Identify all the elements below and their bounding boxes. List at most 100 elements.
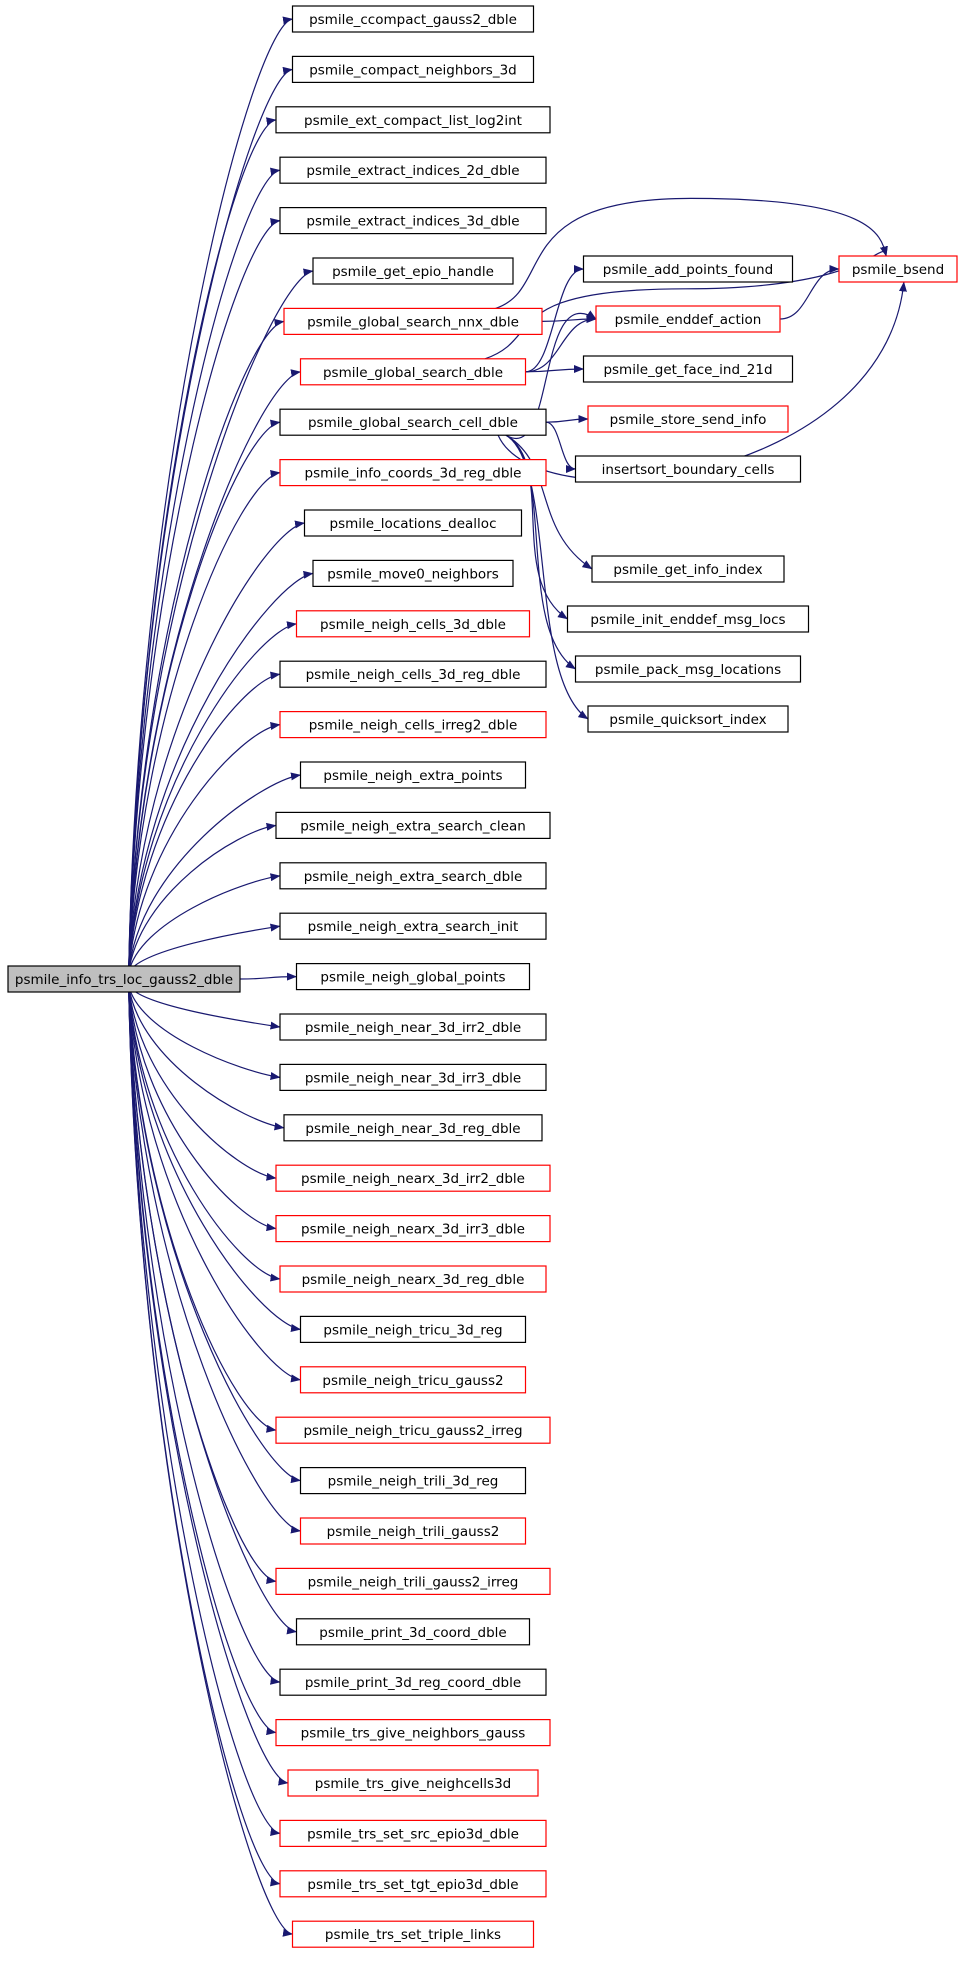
node-label: psmile_neigh_nearx_3d_irr2_dble	[301, 1171, 525, 1187]
node-label: psmile_neigh_extra_search_init	[308, 919, 519, 935]
node-psmile_neigh_nearx_3d_irr3_dble[interactable]: psmile_neigh_nearx_3d_irr3_dble	[275, 1214, 551, 1243]
node-psmile_neigh_trili_3d_reg[interactable]: psmile_neigh_trili_3d_reg	[299, 1466, 527, 1495]
node-box	[279, 1819, 547, 1848]
node-psmile_global_search_cell_dble[interactable]: psmile_global_search_cell_dble	[279, 408, 547, 436]
node-psmile_neigh_extra_search_clean[interactable]: psmile_neigh_extra_search_clean	[275, 811, 551, 840]
node-box	[279, 912, 547, 940]
node-psmile_neigh_near_3d_irr2_dble[interactable]: psmile_neigh_near_3d_irr2_dble	[279, 1013, 547, 1041]
node-psmile_neigh_global_points[interactable]: psmile_neigh_global_points	[295, 962, 531, 991]
node-label: psmile_neigh_nearx_3d_reg_dble	[302, 1272, 525, 1288]
edge-psmile_info_trs_loc_gauss2_dble-to-psmile_neigh_nearx_3d_irr2_dble	[128, 984, 277, 1181]
node-label: psmile_init_enddef_msg_locs	[590, 612, 785, 628]
edge-psmile_info_trs_loc_gauss2_dble-to-psmile_global_search_dble	[128, 369, 301, 974]
node-psmile_info_coords_3d_reg_dble[interactable]: psmile_info_coords_3d_reg_dble	[279, 459, 547, 487]
edge-psmile_info_trs_loc_gauss2_dble-to-psmile_global_search_nnx_dble	[128, 318, 285, 974]
node-psmile_neigh_trili_gauss2[interactable]: psmile_neigh_trili_gauss2	[299, 1517, 527, 1545]
node-psmile_get_info_index[interactable]: psmile_get_info_index	[591, 555, 785, 583]
node-psmile_global_search_nnx_dble[interactable]: psmile_global_search_nnx_dble	[283, 307, 543, 335]
node-psmile_neigh_cells_3d_reg_dble[interactable]: psmile_neigh_cells_3d_reg_dble	[279, 660, 547, 688]
node-box	[279, 660, 547, 688]
node-psmile_add_points_found[interactable]: psmile_add_points_found	[582, 255, 794, 283]
edge-psmile_info_trs_loc_gauss2_dble-to-psmile_trs_set_src_epio3d_dble	[128, 984, 281, 1836]
node-psmile_store_send_info[interactable]: psmile_store_send_info	[587, 405, 789, 433]
node-label: psmile_neigh_near_3d_reg_dble	[305, 1121, 520, 1137]
node-psmile_locations_dealloc[interactable]: psmile_locations_dealloc	[303, 509, 523, 537]
node-label: psmile_info_trs_loc_gauss2_dble	[15, 972, 233, 988]
node-psmile_neigh_near_3d_reg_dble[interactable]: psmile_neigh_near_3d_reg_dble	[283, 1114, 543, 1142]
edge-psmile_info_trs_loc_gauss2_dble-to-psmile_neigh_trili_3d_reg	[128, 984, 301, 1484]
node-psmile_compact_neighbors_3d[interactable]: psmile_compact_neighbors_3d	[291, 55, 535, 84]
node-psmile_neigh_trili_gauss2_irreg[interactable]: psmile_neigh_trili_gauss2_irreg	[275, 1567, 551, 1596]
node-box	[303, 509, 523, 537]
node-psmile_pack_msg_locations[interactable]: psmile_pack_msg_locations	[574, 655, 802, 683]
edge-psmile_info_trs_loc_gauss2_dble-to-psmile_neigh_extra_search_dble	[128, 873, 281, 974]
edge-psmile_global_search_cell_dble-to-psmile_store_send_info	[545, 415, 589, 424]
node-psmile_neigh_nearx_3d_reg_dble[interactable]: psmile_neigh_nearx_3d_reg_dble	[279, 1265, 547, 1293]
node-box	[275, 1164, 551, 1192]
node-psmile_neigh_cells_irreg2_dble[interactable]: psmile_neigh_cells_irreg2_dble	[279, 710, 547, 739]
edge-psmile_info_trs_loc_gauss2_dble-to-psmile_neigh_near_3d_reg_dble	[128, 984, 285, 1131]
node-psmile_neigh_tricu_gauss2_irreg[interactable]: psmile_neigh_tricu_gauss2_irreg	[275, 1416, 551, 1444]
node-psmile_neigh_extra_search_dble[interactable]: psmile_neigh_extra_search_dble	[279, 862, 547, 890]
node-psmile_trs_set_triple_links[interactable]: psmile_trs_set_triple_links	[291, 1920, 535, 1948]
node-box	[566, 605, 810, 633]
node-psmile_bsend[interactable]: psmile_bsend	[838, 255, 958, 283]
node-psmile_print_3d_coord_dble[interactable]: psmile_print_3d_coord_dble	[295, 1618, 531, 1646]
node-psmile_print_3d_reg_coord_dble[interactable]: psmile_print_3d_reg_coord_dble	[279, 1668, 547, 1696]
node-box	[275, 1718, 551, 1747]
node-psmile_ext_compact_list_log2int[interactable]: psmile_ext_compact_list_log2int	[275, 106, 551, 134]
node-label: psmile_get_info_index	[613, 562, 762, 578]
node-psmile_enddef_action[interactable]: psmile_enddef_action	[595, 305, 781, 333]
node-psmile_get_epio_handle[interactable]: psmile_get_epio_handle	[312, 257, 514, 285]
node-box	[312, 559, 514, 588]
edge-psmile_global_search_nnx_dble-to-psmile_bsend	[495, 197, 888, 309]
node-label: psmile_trs_give_neighbors_gauss	[301, 1726, 526, 1742]
nodes-layer: psmile_info_trs_loc_gauss2_dble psmile_cc…	[7, 5, 958, 1948]
node-psmile_neigh_near_3d_irr3_dble[interactable]: psmile_neigh_near_3d_irr3_dble	[279, 1063, 547, 1092]
node-box	[283, 1114, 543, 1142]
node-psmile_trs_give_neighcells3d[interactable]: psmile_trs_give_neighcells3d	[287, 1769, 539, 1797]
edges-layer	[128, 16, 907, 1937]
node-psmile_neigh_tricu_gauss2[interactable]: psmile_neigh_tricu_gauss2	[299, 1366, 527, 1394]
node-box	[299, 1315, 527, 1344]
node-psmile_extract_indices_3d_dble[interactable]: psmile_extract_indices_3d_dble	[279, 207, 547, 235]
node-psmile_neigh_extra_search_init[interactable]: psmile_neigh_extra_search_init	[279, 912, 547, 940]
node-box	[279, 1013, 547, 1041]
node-psmile_info_trs_loc_gauss2_dble[interactable]: psmile_info_trs_loc_gauss2_dble	[7, 965, 241, 993]
node-psmile_neigh_nearx_3d_irr2_dble[interactable]: psmile_neigh_nearx_3d_irr2_dble	[275, 1164, 551, 1192]
node-label: psmile_trs_set_tgt_epio3d_dble	[307, 1877, 518, 1893]
edge-psmile_info_trs_loc_gauss2_dble-to-psmile_info_coords_3d_reg_dble	[128, 470, 281, 974]
node-box	[582, 355, 794, 383]
edge-psmile_global_search_cell_dble-to-psmile_quicksort_index	[505, 434, 589, 720]
node-psmile_get_face_ind_21d[interactable]: psmile_get_face_ind_21d	[582, 355, 794, 383]
node-psmile_move0_neighbors[interactable]: psmile_move0_neighbors	[312, 559, 514, 588]
edge-psmile_info_trs_loc_gauss2_dble-to-psmile_global_search_cell_dble	[128, 419, 281, 974]
node-psmile_quicksort_index[interactable]: psmile_quicksort_index	[587, 705, 789, 733]
node-psmile_init_enddef_msg_locs[interactable]: psmile_init_enddef_msg_locs	[566, 605, 810, 633]
node-psmile_extract_indices_2d_dble[interactable]: psmile_extract_indices_2d_dble	[279, 156, 547, 184]
node-psmile_trs_give_neighbors_gauss[interactable]: psmile_trs_give_neighbors_gauss	[275, 1718, 551, 1747]
node-psmile_neigh_tricu_3d_reg[interactable]: psmile_neigh_tricu_3d_reg	[299, 1315, 527, 1344]
node-psmile_trs_set_src_epio3d_dble[interactable]: psmile_trs_set_src_epio3d_dble	[279, 1819, 547, 1848]
node-psmile_neigh_extra_points[interactable]: psmile_neigh_extra_points	[299, 761, 527, 789]
node-psmile_global_search_dble[interactable]: psmile_global_search_dble	[299, 358, 527, 386]
edge-psmile_info_trs_loc_gauss2_dble-to-psmile_neigh_nearx_3d_reg_dble	[128, 984, 281, 1282]
node-psmile_trs_set_tgt_epio3d_dble[interactable]: psmile_trs_set_tgt_epio3d_dble	[279, 1870, 547, 1898]
node-psmile_ccompact_gauss2_dble[interactable]: psmile_ccompact_gauss2_dble	[291, 5, 535, 33]
node-box	[299, 1466, 527, 1495]
edge-psmile_info_trs_loc_gauss2_dble-to-psmile_ccompact_gauss2_dble	[128, 16, 293, 974]
node-box	[279, 1668, 547, 1696]
node-label: psmile_trs_give_neighcells3d	[315, 1776, 511, 1792]
node-label: psmile_locations_dealloc	[330, 516, 497, 532]
edge-psmile_info_trs_loc_gauss2_dble-to-psmile_extract_indices_2d_dble	[128, 167, 281, 974]
node-box	[283, 307, 543, 335]
edge-psmile_info_trs_loc_gauss2_dble-to-psmile_neigh_extra_search_clean	[128, 822, 277, 974]
node-box	[279, 207, 547, 235]
node-insertsort_boundary_cells[interactable]: insertsort_boundary_cells	[574, 455, 802, 483]
node-label: psmile_neigh_global_points	[320, 970, 505, 986]
node-psmile_neigh_cells_3d_dble[interactable]: psmile_neigh_cells_3d_dble	[295, 610, 531, 638]
node-box	[275, 1416, 551, 1444]
node-label: psmile_neigh_cells_3d_dble	[320, 617, 506, 633]
node-label: psmile_trs_set_triple_links	[325, 1927, 501, 1943]
node-box	[279, 156, 547, 184]
